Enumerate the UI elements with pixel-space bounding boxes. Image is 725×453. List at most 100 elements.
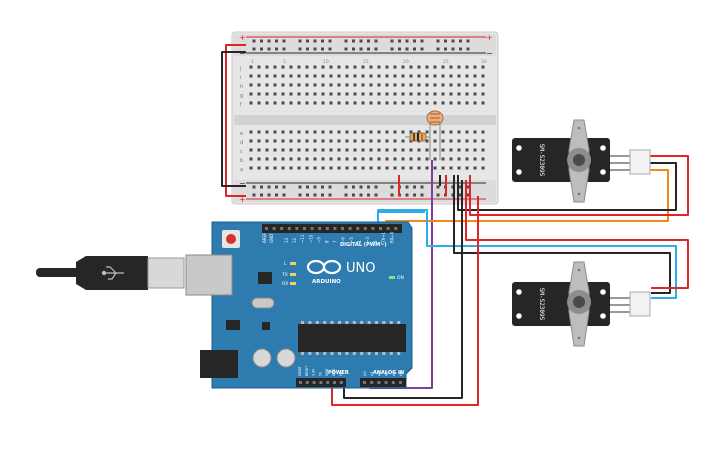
header-hole[interactable] [363, 381, 366, 384]
bb-hole[interactable] [393, 92, 397, 96]
bb-hole[interactable] [257, 157, 261, 161]
bb-hole[interactable] [297, 157, 301, 161]
bb-hole[interactable] [337, 139, 341, 143]
rail-hole[interactable] [321, 185, 324, 189]
bb-hole[interactable] [257, 130, 261, 134]
rail-hole[interactable] [321, 39, 324, 43]
rail-hole[interactable] [444, 47, 447, 51]
bb-hole[interactable] [369, 92, 373, 96]
bb-hole[interactable] [281, 83, 285, 87]
bb-hole[interactable] [345, 130, 349, 134]
bb-hole[interactable] [433, 92, 437, 96]
bb-hole[interactable] [377, 65, 381, 69]
bb-hole[interactable] [481, 65, 485, 69]
bb-hole[interactable] [265, 166, 269, 170]
bb-hole[interactable] [345, 157, 349, 161]
rail-hole[interactable] [374, 185, 378, 189]
servo-1[interactable]: SM-S2309S [512, 119, 651, 203]
bb-hole[interactable] [473, 92, 477, 96]
bb-hole[interactable] [481, 166, 485, 170]
rail-hole[interactable] [352, 185, 355, 189]
bb-hole[interactable] [257, 166, 261, 170]
bb-hole[interactable] [417, 65, 421, 69]
rail-hole[interactable] [260, 193, 263, 197]
rail-hole[interactable] [252, 47, 256, 51]
bb-hole[interactable] [369, 83, 373, 87]
rail-hole[interactable] [436, 39, 440, 43]
bb-hole[interactable] [305, 166, 309, 170]
bb-hole[interactable] [465, 148, 469, 152]
bb-hole[interactable] [305, 74, 309, 78]
bb-hole[interactable] [345, 139, 349, 143]
bb-hole[interactable] [305, 83, 309, 87]
bb-hole[interactable] [481, 157, 485, 161]
bb-hole[interactable] [385, 83, 389, 87]
bb-hole[interactable] [393, 166, 397, 170]
header-hole[interactable] [377, 381, 381, 384]
bb-hole[interactable] [377, 130, 381, 134]
rail-hole[interactable] [328, 39, 332, 43]
bb-hole[interactable] [473, 166, 477, 170]
header-hole[interactable] [391, 381, 395, 384]
bb-hole[interactable] [385, 92, 389, 96]
bb-hole[interactable] [313, 65, 317, 69]
rail-hole[interactable] [466, 39, 470, 43]
bb-hole[interactable] [265, 92, 269, 96]
bb-hole[interactable] [457, 130, 461, 134]
bb-hole[interactable] [321, 130, 325, 134]
bb-hole[interactable] [441, 157, 445, 161]
bb-hole[interactable] [329, 92, 333, 96]
rail-hole[interactable] [260, 39, 263, 43]
bb-hole[interactable] [337, 101, 341, 105]
bb-hole[interactable] [281, 65, 285, 69]
rail-hole[interactable] [374, 47, 378, 51]
header-hole[interactable] [280, 227, 284, 230]
rail-hole[interactable] [413, 47, 416, 51]
rail-hole[interactable] [352, 47, 355, 51]
bb-hole[interactable] [273, 130, 277, 134]
bb-hole[interactable] [449, 130, 453, 134]
bb-hole[interactable] [465, 139, 469, 143]
rail-hole[interactable] [328, 193, 332, 197]
bb-hole[interactable] [321, 101, 325, 105]
bb-hole[interactable] [361, 148, 365, 152]
bb-hole[interactable] [385, 130, 389, 134]
bb-hole[interactable] [465, 92, 469, 96]
rail-hole[interactable] [306, 47, 309, 51]
bb-hole[interactable] [305, 139, 309, 143]
bb-hole[interactable] [441, 139, 445, 143]
bb-hole[interactable] [249, 139, 253, 143]
rail-hole[interactable] [344, 39, 348, 43]
bb-hole[interactable] [345, 101, 349, 105]
bb-hole[interactable] [481, 130, 485, 134]
bb-hole[interactable] [265, 101, 269, 105]
rail-hole[interactable] [313, 47, 317, 51]
bb-hole[interactable] [425, 101, 429, 105]
bb-hole[interactable] [449, 92, 453, 96]
bb-hole[interactable] [377, 139, 381, 143]
bb-hole[interactable] [353, 74, 357, 78]
header-hole[interactable] [303, 227, 306, 230]
bb-hole[interactable] [353, 166, 357, 170]
header-hole[interactable] [318, 227, 322, 230]
analog-header[interactable] [360, 378, 406, 387]
bb-hole[interactable] [321, 166, 325, 170]
rail-hole[interactable] [390, 193, 394, 197]
bb-hole[interactable] [369, 139, 373, 143]
rail-hole[interactable] [420, 193, 424, 197]
rail-hole[interactable] [405, 193, 409, 197]
bb-hole[interactable] [297, 74, 301, 78]
rail-hole[interactable] [275, 185, 278, 189]
bb-hole[interactable] [465, 157, 469, 161]
bb-hole[interactable] [441, 148, 445, 152]
bb-hole[interactable] [337, 74, 341, 78]
bb-hole[interactable] [257, 74, 261, 78]
bb-hole[interactable] [257, 101, 261, 105]
bb-hole[interactable] [321, 83, 325, 87]
bb-hole[interactable] [321, 148, 325, 152]
header-hole[interactable] [348, 227, 352, 230]
bb-hole[interactable] [377, 148, 381, 152]
bb-hole[interactable] [425, 74, 429, 78]
bb-hole[interactable] [329, 130, 333, 134]
rail-hole[interactable] [267, 193, 271, 197]
